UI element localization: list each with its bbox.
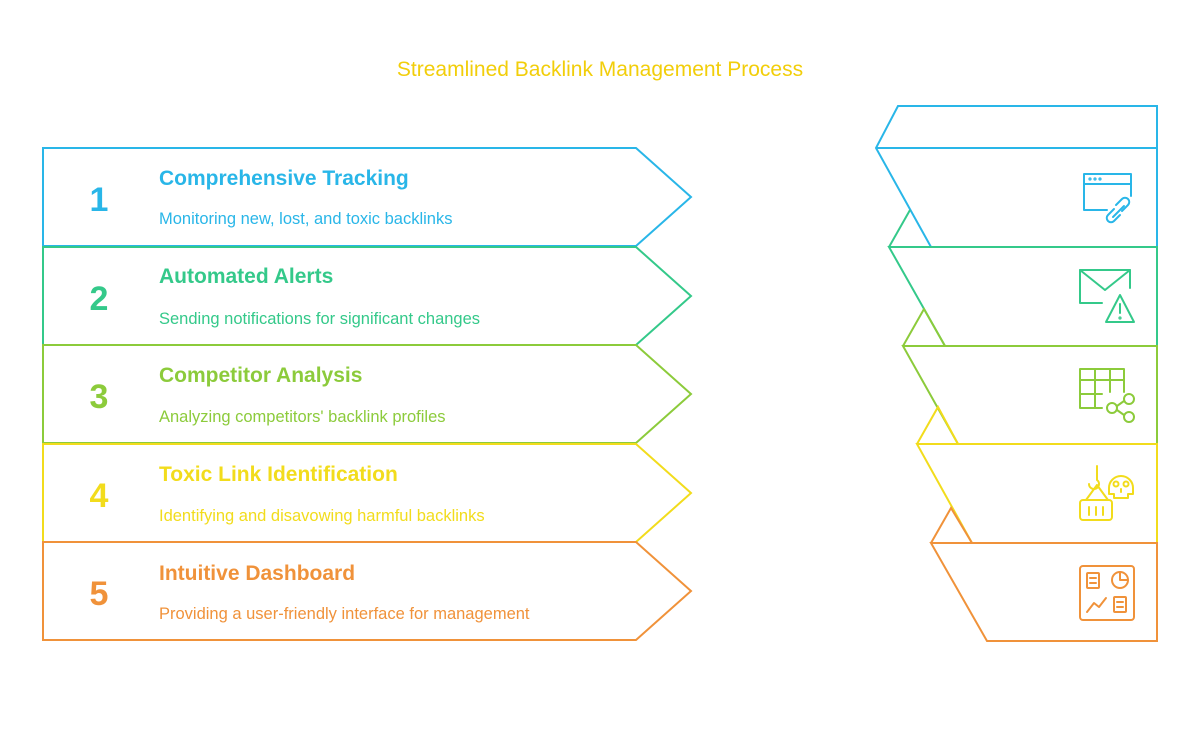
- diagram-title: Streamlined Backlink Management Process: [396, 58, 804, 81]
- step-1-title: Comprehensive Tracking: [159, 167, 409, 190]
- step-3-flap: [902, 306, 946, 347]
- step-4-title: Toxic Link Identification: [159, 463, 398, 486]
- dashboard-icon: [1079, 565, 1135, 621]
- step-4-ribbon: [915, 443, 1158, 544]
- step-3-title: Competitor Analysis: [159, 364, 362, 387]
- step-1-description: Monitoring new, lost, and toxic backlink…: [159, 210, 452, 228]
- step-2-description: Sending notifications for significant ch…: [159, 310, 480, 328]
- step-5-flap: [930, 506, 973, 544]
- step-2-ribbon: [887, 246, 1158, 347]
- step-3-description: Analyzing competitors' backlink profiles: [159, 408, 446, 426]
- step-4-number: 4: [90, 477, 109, 515]
- step-2-flap: [888, 209, 911, 248]
- skull-hook-icon: [1079, 465, 1134, 521]
- step-4-arrow: [42, 443, 693, 543]
- browser-link-icon: [1083, 173, 1132, 224]
- step-4-flap: [916, 404, 959, 445]
- step-3-ribbon: [901, 345, 1158, 445]
- step-2-title: Automated Alerts: [159, 265, 333, 288]
- step-2-number: 2: [90, 280, 109, 318]
- step-5-ribbon: [929, 542, 1158, 642]
- step-4: 4 Toxic Link Identification Identifying …: [42, 404, 1158, 544]
- step-1-ribbon: [874, 105, 1158, 248]
- step-3-number: 3: [90, 378, 109, 416]
- step-5-description: Providing a user-friendly interface for …: [159, 605, 530, 623]
- step-5-arrow: [42, 541, 693, 641]
- step-3-arrow: [42, 344, 693, 444]
- step-1-number: 1: [90, 181, 109, 219]
- step-2: 2 Automated Alerts Sending notifications…: [42, 209, 1158, 347]
- step-5-title: Intuitive Dashboard: [159, 562, 355, 585]
- step-5-number: 5: [90, 575, 109, 613]
- step-5: 5 Intuitive Dashboard Providing a user-f…: [42, 506, 1158, 642]
- step-3: 3 Competitor Analysis Analyzing competit…: [42, 306, 1158, 445]
- mail-alert-icon: [1079, 269, 1135, 323]
- step-1-arrow: [42, 147, 693, 247]
- step-2-arrow: [42, 246, 693, 346]
- step-4-description: Identifying and disavowing harmful backl…: [159, 507, 485, 525]
- table-share-icon: [1079, 368, 1135, 423]
- step-1: 1 Comprehensive Tracking Monitoring new,…: [42, 105, 1158, 248]
